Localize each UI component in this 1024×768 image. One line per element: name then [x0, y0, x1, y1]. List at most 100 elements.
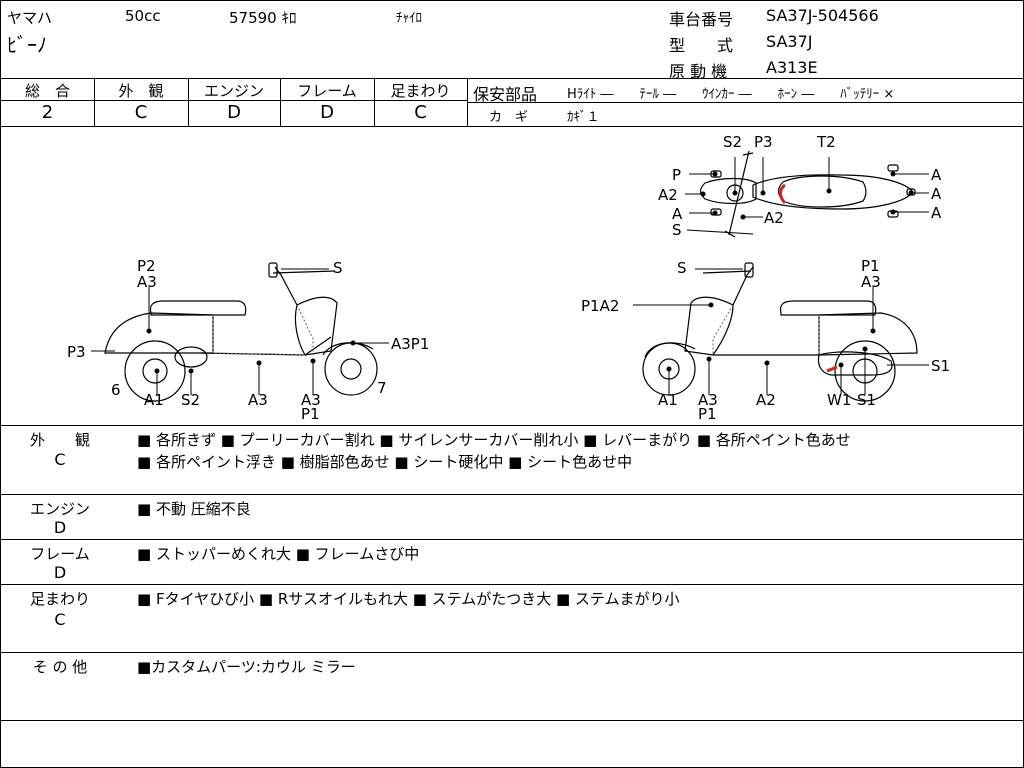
other-section-label: そ の 他 — [32, 658, 88, 676]
suspension-section-grade: C — [54, 610, 66, 629]
part-code-label: A3 — [301, 391, 321, 409]
part-code-label: A3 — [248, 391, 268, 409]
part-code-label: A — [672, 205, 683, 223]
top-view-labels: S2 P3 T2 P A2 A A2 S A A A — [658, 133, 942, 239]
key-label: カ ギ — [489, 110, 529, 125]
other-notes-line-1: ■カスタムパーツ:カウル ミラー — [137, 658, 356, 676]
divider — [1, 494, 1023, 495]
part-code-label: P — [672, 166, 681, 184]
engine-section-grade: D — [53, 518, 67, 537]
scooter-top-view — [699, 150, 916, 238]
engine-grade-label: エンジン — [203, 82, 264, 100]
mileage: 57590 ｷﾛ — [229, 9, 297, 27]
divider — [374, 78, 375, 126]
frame-section-grade: D — [53, 563, 67, 582]
part-code-label: A1 — [144, 391, 164, 409]
left-view-callouts — [91, 268, 389, 395]
frame-grade-label: フレーム — [297, 82, 357, 100]
part-code-label: P1 — [301, 405, 320, 423]
divider — [1, 78, 1023, 79]
part-code-label: P1 — [861, 257, 880, 275]
suspension-section-label: 足まわり — [29, 590, 90, 608]
exterior-grade: C — [134, 102, 148, 123]
suspension-notes-line-1: ■ Fタイヤひび小 ■ Rサスオイルもれ大 ■ ステムがたつき大 ■ ステムまが… — [137, 590, 680, 608]
scooter-damage-diagram: S2 P3 T2 P A2 A A2 S A A A — [67, 133, 950, 423]
frame-notes-line-1: ■ ストッパーめくれ大 ■ フレームさび中 — [137, 545, 420, 563]
part-code-label: A3P1 — [391, 335, 429, 353]
engine-grade: D — [227, 102, 241, 123]
part-code-label: S — [333, 259, 343, 277]
divider — [280, 78, 281, 126]
right-view-labels: S P1 A3 P1A2 S1 A1 A3 P1 A2 W1 S1 — [581, 257, 950, 423]
frame-section-label: フレーム — [30, 545, 90, 563]
divider — [467, 102, 1023, 103]
suspension-grade-label: 足まわり — [390, 82, 451, 100]
divider — [1, 100, 467, 101]
right-view-inner-lines — [712, 304, 820, 355]
exterior-section-grade: C — [54, 450, 66, 469]
safety-parts-label: 保安部品 — [473, 85, 538, 104]
part-code-label: A3 — [698, 391, 718, 409]
part-code-label: A2 — [756, 391, 776, 409]
part-code-label: A2 — [658, 186, 678, 204]
engine-notes-line-1: ■ 不動 圧縮不良 — [137, 500, 251, 518]
overall-grade-label: 総 合 — [24, 82, 70, 100]
frame-number-label: 車台番号 — [669, 10, 734, 29]
part-code-label: A — [931, 204, 942, 222]
part-code-label: A3 — [861, 273, 881, 291]
part-code-label: T2 — [816, 133, 836, 151]
part-code-label: S1 — [931, 357, 950, 375]
exterior-grade-label: 外 観 — [118, 82, 164, 100]
exterior-notes-line-1: ■ 各所きず ■ プーリーカバー割れ ■ サイレンサーカバー削れ小 ■ レバーま… — [137, 431, 851, 449]
model-name: ﾋﾞｰﾉ — [7, 33, 47, 57]
damage-mark — [779, 183, 787, 205]
key-value: ｶｷﾞ１ — [567, 110, 600, 125]
scooter-left-view — [104, 262, 378, 402]
part-code-label: A1 — [658, 391, 678, 409]
part-code-label: 7 — [377, 379, 387, 397]
divider — [1, 425, 1023, 426]
part-code-label: P3 — [754, 133, 773, 151]
part-code-label: A3 — [137, 273, 157, 291]
exterior-section-label: 外 観 — [29, 431, 90, 449]
top-view-callouts — [685, 157, 929, 235]
divider — [1, 652, 1023, 653]
divider — [1, 539, 1023, 540]
model-type-label: 型 式 — [669, 36, 734, 55]
maker: ヤマハ — [7, 9, 53, 27]
part-code-label: S2 — [181, 391, 200, 409]
color: ﾁｬｲﾛ — [396, 11, 422, 26]
engine-section-label: エンジン — [29, 500, 90, 518]
engine-model-value: A313E — [766, 58, 818, 77]
part-code-label: S — [677, 259, 687, 277]
displacement: 50cc — [125, 7, 161, 25]
divider — [1, 720, 1023, 721]
divider — [1, 584, 1023, 585]
part-code-label: A — [931, 185, 942, 203]
damage-mark — [826, 365, 838, 373]
divider — [1, 126, 1023, 127]
part-code-label: A — [931, 166, 942, 184]
part-code-label: W1 — [827, 391, 851, 409]
part-code-label: A2 — [764, 209, 784, 227]
suspension-grade: C — [414, 102, 427, 123]
exterior-notes-line-2: ■ 各所ペイント浮き ■ 樹脂部色あせ ■ シート硬化中 ■ シート色あせ中 — [137, 453, 633, 471]
part-code-label: P1 — [698, 405, 717, 423]
frame-number-value: SA37J-504566 — [766, 6, 879, 25]
left-view-labels: P2 A3 S P3 A3P1 6 A1 S2 A3 A3 P1 7 — [67, 257, 429, 423]
part-code-label: S1 — [857, 391, 876, 409]
right-view-callouts — [633, 268, 929, 395]
left-view-inner-lines — [212, 304, 314, 356]
divider — [94, 78, 95, 126]
part-code-label: P3 — [67, 343, 86, 361]
part-code-label: S — [672, 221, 682, 239]
part-code-label: S2 — [723, 133, 742, 151]
safety-parts-items: Hﾗｲﾄ ― ﾃｰﾙ ― ｳｲﾝｶｰ ― ﾎｰﾝ ― ﾊﾞｯﾃﾘｰ × — [567, 87, 895, 102]
divider — [188, 78, 189, 126]
part-code-label: 6 — [111, 381, 121, 399]
model-type-value: SA37J — [766, 32, 813, 51]
part-code-label: P1A2 — [581, 297, 619, 315]
part-code-label: P2 — [137, 257, 156, 275]
frame-grade: D — [320, 102, 334, 123]
